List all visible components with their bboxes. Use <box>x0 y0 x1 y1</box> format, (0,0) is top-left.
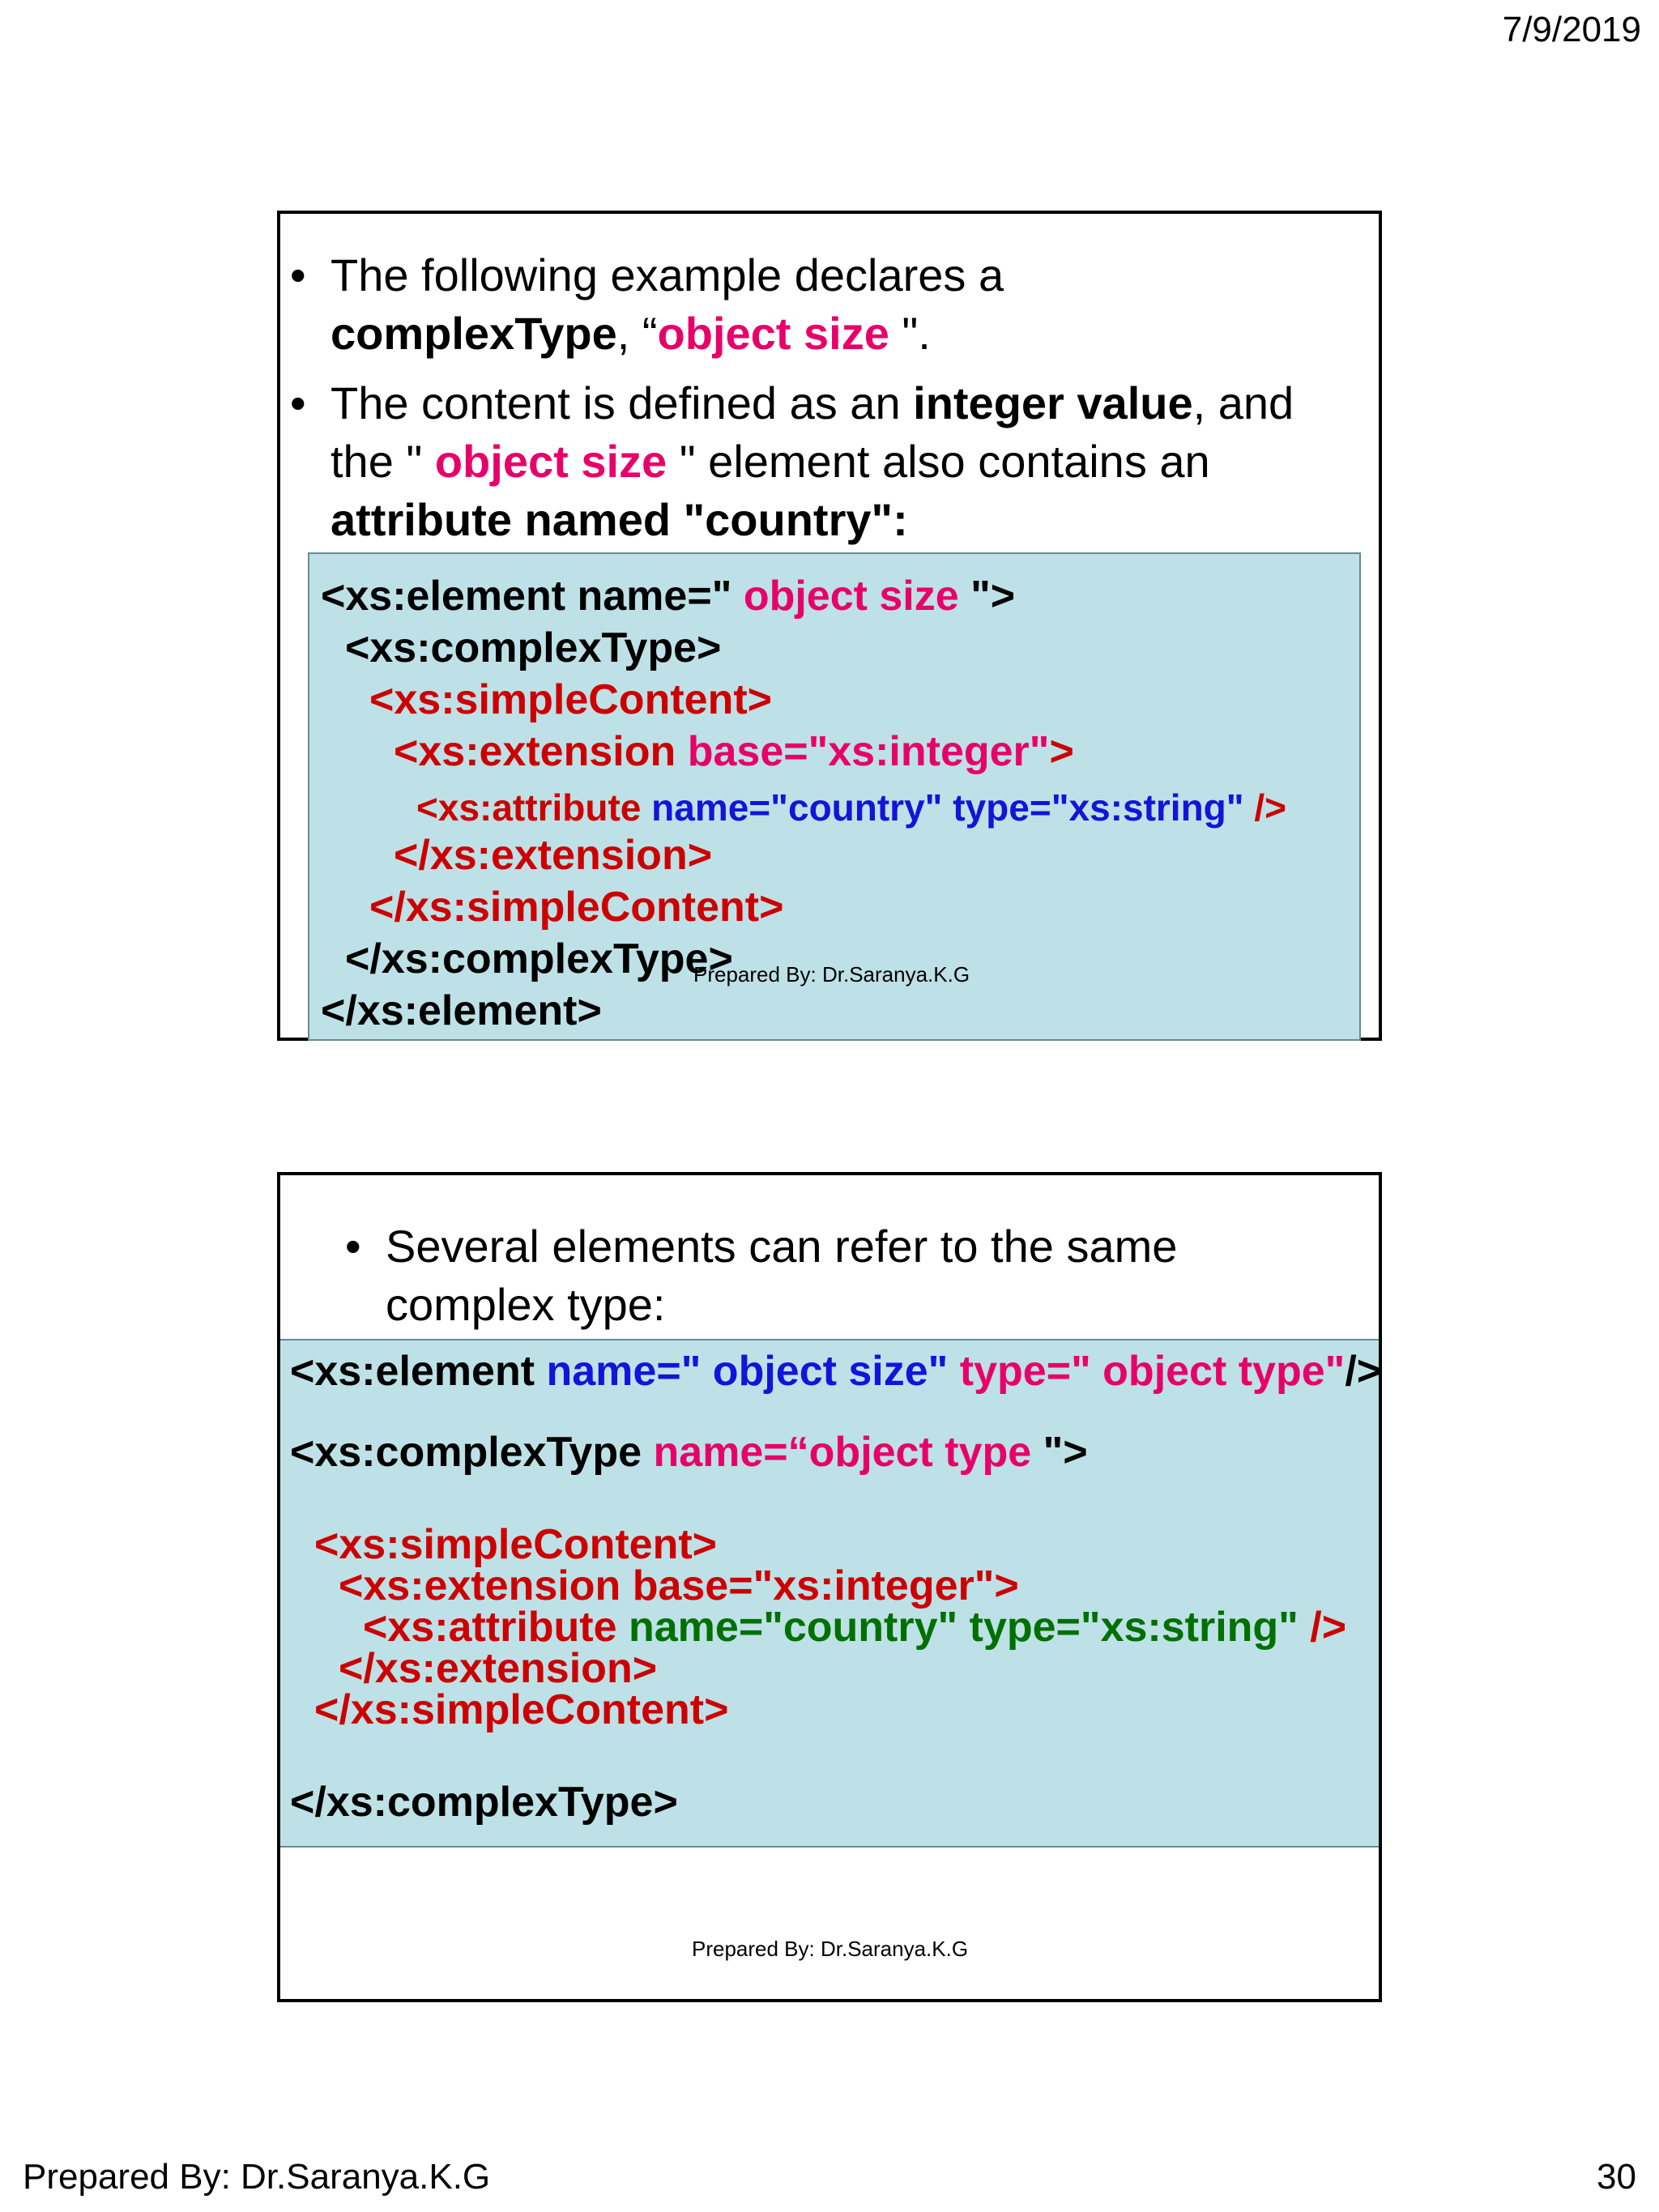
bullet-2-line-2: the " object size " element also contain… <box>331 436 1210 487</box>
code-line: <xs:simpleContent> <box>314 1521 718 1568</box>
code-line: <xs:attribute name="country" type="xs:st… <box>363 1604 1347 1651</box>
bullet-dot: • <box>345 1221 361 1272</box>
slide-2: • Several elements can refer to the same… <box>277 1172 1382 2002</box>
slide-2-bullet-1: • Several elements can refer to the same… <box>345 1217 1178 1334</box>
slide-1-bullet-2: • The content is defined as an integer v… <box>290 374 1294 549</box>
code-line: <xs:element name=" object size "> <box>321 573 1016 620</box>
slide-watermark: Prepared By: Dr.Saranya.K.G <box>692 1937 969 1961</box>
slide-1: • The following example declares a compl… <box>277 211 1382 1041</box>
code-line: </xs:element> <box>321 987 602 1034</box>
code-line: </xs:complexType> <box>345 936 733 982</box>
slide-2-bullet-line-1: Several elements can refer to the same <box>386 1221 1178 1272</box>
code-line: <xs:simpleContent> <box>369 676 773 723</box>
bullet-2-line-1: The content is defined as an integer val… <box>331 377 1294 428</box>
slide-watermark: Prepared By: Dr.Saranya.K.G <box>693 962 970 987</box>
code-line: </xs:simpleContent> <box>369 884 784 931</box>
code-block-2: <xs:element name=" object size" type=" o… <box>280 1339 1382 1848</box>
bullet-2-line-3: attribute named "country": <box>331 494 908 545</box>
code-line: <xs:attribute name="country" type="xs:st… <box>416 786 1287 829</box>
footer-author: Prepared By: Dr.Saranya.K.G <box>23 2157 491 2197</box>
code-line: </xs:extension> <box>339 1645 658 1692</box>
page-date: 7/9/2019 <box>1502 10 1641 49</box>
code-line: <xs:extension base="xs:integer"> <box>339 1562 1019 1609</box>
slide-2-bullet-line-2: complex type: <box>386 1279 666 1330</box>
code-block-1: <xs:element name=" object size "> <xs:co… <box>308 552 1361 1041</box>
code-line: </xs:complexType> <box>290 1779 678 1826</box>
page-number: 30 <box>1597 2157 1636 2197</box>
code-line: <xs:element name=" object size" type=" o… <box>290 1348 1382 1395</box>
code-line: <xs:complexType> <box>345 624 722 671</box>
code-line: </xs:simpleContent> <box>314 1686 729 1733</box>
slide-1-bullet-1: • The following example declares a compl… <box>290 246 1004 363</box>
bullet-1-line-2: complexType, “object size ". <box>331 308 931 359</box>
bullet-dot: • <box>290 249 306 300</box>
code-line: </xs:extension> <box>394 832 713 879</box>
bullet-dot: • <box>290 377 306 428</box>
code-line: <xs:complexType name=“object type "> <box>290 1429 1088 1476</box>
code-line: <xs:extension base="xs:integer"> <box>394 728 1074 775</box>
bullet-1-line-1: The following example declares a <box>331 249 1004 300</box>
